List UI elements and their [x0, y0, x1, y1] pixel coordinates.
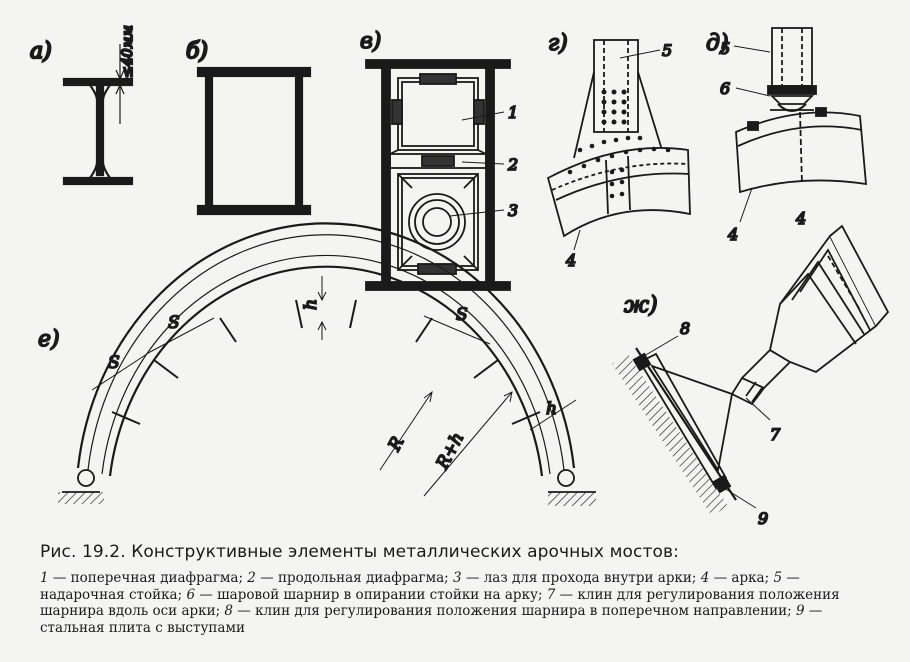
- callout-4-g: 4: [565, 251, 576, 270]
- legend-text-5: — надарочная стойка;: [40, 570, 800, 603]
- segment-length-dim-1: S: [108, 353, 120, 373]
- panel-v-label: в): [360, 29, 381, 54]
- legend-num-4: 4: [700, 570, 710, 586]
- callout-9: 9: [758, 509, 768, 528]
- legend-text-9: — стальная плита с выступами: [40, 603, 823, 636]
- legend-num-6: 6: [186, 586, 196, 603]
- callout-2: 2: [507, 155, 518, 174]
- crown-height-dim: h: [301, 299, 321, 310]
- legend-num-1: 1: [40, 570, 49, 586]
- callout-6: 6: [720, 79, 730, 98]
- panel-b-label: б): [186, 39, 208, 64]
- panel-b-box-section: б): [185, 38, 312, 216]
- legend-text-3: — лаз для прохода внутри арки;: [461, 570, 701, 586]
- callout-4-zh: 4: [795, 209, 806, 228]
- legend-text-2: — продольная диафрагма;: [255, 570, 454, 586]
- panel-a-label: а): [30, 39, 52, 64]
- caption-legend: 1 — поперечная диафрагма; 2 — продольная…: [40, 570, 880, 636]
- panel-zh-label: ж): [624, 293, 658, 318]
- caption-title: Рис. 19.2. Конструктивные элементы метал…: [40, 542, 679, 562]
- panel-zh-bearing: ж) 4 8 7 9: [612, 208, 890, 529]
- panel-g-label: г): [548, 31, 568, 56]
- panel-e-label: е): [38, 327, 60, 352]
- panel-d-label: д): [706, 31, 729, 56]
- left-support: [58, 469, 104, 504]
- right-support: [548, 469, 596, 506]
- panel-d-ball-hinge: д) 5 6 4: [705, 27, 867, 245]
- callout-5-d: 5: [720, 39, 730, 58]
- callout-7: 7: [770, 425, 781, 444]
- panel-a-i-beam: а) ≤40мм: [29, 24, 137, 186]
- legend-text-8: — клин для регулирования положения шарни…: [233, 603, 797, 619]
- segment-length-dim-3: S: [456, 305, 468, 325]
- side-height-dim: h: [546, 399, 557, 419]
- legend-num-3: 3: [453, 570, 462, 586]
- segment-length-dim-2: S: [168, 313, 180, 333]
- legend-text-1: — поперечная диафрагма;: [48, 570, 248, 586]
- figure-caption: Рис. 19.2. Конструктивные элементы метал…: [40, 542, 880, 636]
- legend-num-5: 5: [773, 570, 783, 586]
- callout-8: 8: [680, 319, 690, 338]
- legend-num-8: 8: [224, 603, 234, 619]
- legend-num-9: 9: [796, 603, 805, 619]
- flange-thickness-dim: ≤40мм: [120, 25, 136, 78]
- panel-v-arch-section: в) 1 2 3: [359, 28, 519, 291]
- panel-g-riveted-joint: г) 5 4: [546, 30, 691, 271]
- legend-text-4: — арка;: [709, 570, 774, 586]
- legend-text-6: — шаровой шарнир в опирании стойки на ар…: [195, 586, 547, 603]
- figure-drawing: а) ≤40мм б) в): [29, 24, 890, 529]
- callout-4-d: 4: [727, 225, 738, 244]
- inner-radius-dim: R: [384, 433, 408, 455]
- callout-3: 3: [508, 201, 518, 220]
- callout-5-g: 5: [662, 41, 672, 60]
- legend-num-2: 2: [247, 570, 256, 586]
- legend-text-7: — клин для регулирования положения шарни…: [40, 586, 840, 620]
- callout-1: 1: [508, 103, 518, 122]
- outer-radius-dim: R+h: [432, 429, 468, 473]
- panel-e-arch-elevation: е) S S: [37, 222, 596, 506]
- legend-num-7: 7: [546, 586, 556, 603]
